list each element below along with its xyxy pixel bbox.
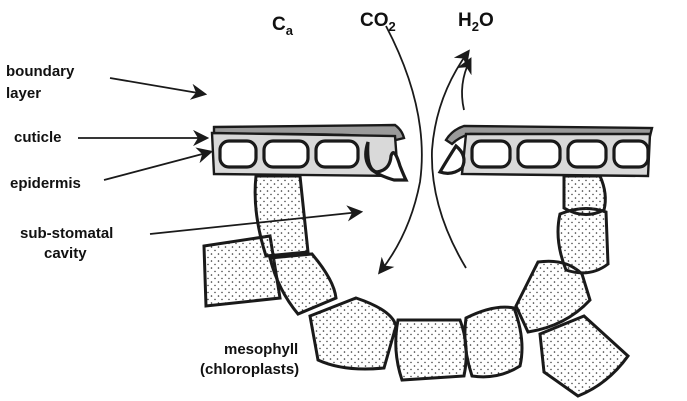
h2o-outflow-arrow (431, 49, 470, 269)
mesophyll-label-line1: mesophyll (224, 341, 298, 358)
sub-stomatal-cavity-pointer (149, 205, 364, 235)
co2-inflow-arrow (377, 25, 423, 275)
ca-main: C (272, 14, 286, 35)
boundary-layer-label: boundary layer (6, 63, 79, 102)
co2-subscript: 2 (389, 19, 396, 34)
ca-label: Ca (272, 14, 294, 38)
mesophyll-label-line2: (chloroplasts) (200, 361, 299, 378)
h2o-o: O (479, 10, 494, 31)
h2o-secondary-arrow (456, 57, 472, 111)
mesophyll-cells (202, 174, 630, 398)
epidermis-label: epidermis (10, 175, 81, 192)
mesophyll-label: mesophyll (chloroplasts) (200, 341, 302, 378)
epidermis-left (210, 131, 409, 182)
boundary-layer-pointer (109, 77, 208, 100)
boundary-layer-label-line1: boundary (6, 63, 75, 80)
sub-stomatal-label-line1: sub-stomatal (20, 225, 113, 242)
cuticle-label: cuticle (14, 129, 62, 146)
sub-stomatal-cavity-label: sub-stomatal cavity (20, 225, 118, 262)
epidermis-pointer (103, 147, 214, 181)
co2-label: CO2 (360, 10, 396, 34)
h2o-subscript: 2 (472, 19, 479, 34)
boundary-layer-label-line2: layer (6, 85, 41, 102)
epidermis-right (437, 132, 652, 178)
h2o-h: H (458, 10, 472, 31)
ca-subscript: a (286, 23, 294, 38)
h2o-label: H2O (458, 10, 494, 34)
sub-stomatal-label-line2: cavity (44, 245, 87, 262)
co2-main: CO (360, 10, 389, 31)
